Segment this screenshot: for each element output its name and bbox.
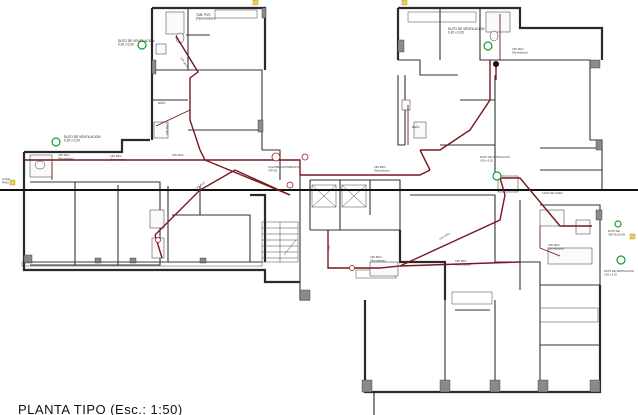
- svg-text:CPF Ø1/2: CPF Ø1/2: [194, 180, 206, 191]
- label-pipe-g: CPF Ø1/2(Termofusion): [548, 243, 564, 250]
- svg-text:CPF: CPF: [327, 244, 331, 250]
- svg-text:CPF Ø3/4: CPF Ø3/4: [439, 231, 451, 241]
- pipe-direction-labels: CPF Ø1/2 CPF Ø1/2 CPF Ø3/4 CPF CPF Ø1/2: [165, 56, 451, 250]
- water-pipes: [24, 14, 592, 269]
- label-cf-right2: CAÑO DE CAIDA: [542, 190, 563, 195]
- stair: [261, 221, 299, 263]
- balconies: [21, 9, 599, 323]
- label-top-right-pipe: CPF Ø1/2(Termofusion): [512, 47, 528, 54]
- label-top-left-bath: BAÑO: [158, 100, 165, 105]
- wall-fills: [23, 7, 603, 393]
- label-pipe-a: CPF Ø1/2(Termofusion): [110, 154, 126, 161]
- label-pipe-e: CPF Ø1/2(Termofusion): [370, 255, 386, 262]
- svg-text:CPF Ø1/2: CPF Ø1/2: [179, 56, 189, 68]
- drawing-title: PLANTA TIPO (Esc.: 1:50): [18, 402, 183, 415]
- label-top-right-bath: BAÑO: [412, 124, 419, 129]
- svg-text:CPF Ø1/2: CPF Ø1/2: [165, 123, 169, 135]
- markers: [9, 0, 636, 271]
- elevator-shafts: [311, 184, 367, 208]
- building-walls: [22, 6, 604, 394]
- label-pipe-b: CPF Ø1/2(Termofusion): [58, 153, 74, 160]
- bathroom-fixtures: [29, 11, 593, 277]
- label-pipe-c: CPF Ø1/2: [172, 153, 184, 157]
- label-tub-top-left: TUB. PVC(Termofusion): [196, 13, 215, 20]
- label-pipe-d: CPF Ø3/4(Termofusion): [374, 165, 390, 172]
- label-pipe-f: CPF Ø3/4(Termofusion): [455, 259, 471, 266]
